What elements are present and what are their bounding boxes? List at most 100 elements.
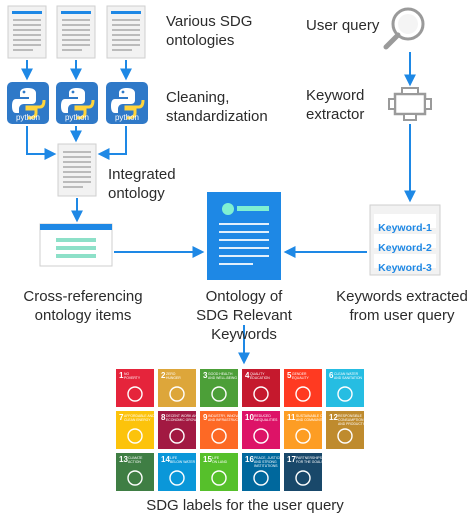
sdg-tile-number: 4 xyxy=(245,371,250,380)
label-user-query: User query xyxy=(306,17,380,34)
sdg-tile-title: ON LAND xyxy=(212,460,228,464)
integrated-ontology-doc xyxy=(57,143,97,197)
sdg-tile-icon xyxy=(295,386,311,402)
sdg-tile-title: INSTITUTIONS xyxy=(254,464,278,468)
sdg-tile-number: 5 xyxy=(287,371,292,380)
sdg-tile-title: ACTION xyxy=(128,460,141,464)
sdg-tile-title: AND PRODUCTION xyxy=(338,422,369,426)
sdg-tile-icon xyxy=(337,428,353,444)
ontology-doc-3 xyxy=(106,5,146,59)
sdg-tile-icon xyxy=(169,470,185,486)
ontology-doc-1 xyxy=(7,5,47,59)
sdg-tile-title: AND INFRASTRUCTURE xyxy=(208,418,248,422)
sdg-tile-title: BELOW WATER xyxy=(170,460,196,464)
sdg-tile-title: CONSUMPTION xyxy=(338,418,364,422)
sdg-tile-number: 16 xyxy=(245,455,254,464)
sdg-tile-number: 15 xyxy=(203,455,212,464)
cross-reference-window xyxy=(39,223,113,267)
keyword-1: Keyword-1 xyxy=(378,222,432,234)
sdg-tile-number: 17 xyxy=(287,455,296,464)
sdg-tile-title: EDUCATION xyxy=(250,376,270,380)
label-relevant-ontology: Ontology of SDG Relevant Keywords xyxy=(196,288,292,343)
python-logo-icon xyxy=(106,82,148,124)
sdg-tile-title: LIFE xyxy=(212,456,220,460)
python-label: python xyxy=(115,113,139,122)
sdg-tile-title: INEQUALITIES xyxy=(254,418,278,422)
sdg-tile-title: PARTNERSHIPS xyxy=(296,456,323,460)
ontology-doc-2 xyxy=(56,5,96,59)
label-sdg-labels: SDG labels for the user query xyxy=(146,497,344,514)
sdg-tile-title: FOR THE GOALS xyxy=(296,460,324,464)
sdg-tile-number: 10 xyxy=(245,413,254,422)
relevant-ontology-doc xyxy=(207,192,281,280)
sdg-tile-icon xyxy=(253,470,269,486)
sdg-tile-icon xyxy=(253,386,269,402)
sdg-tile-number: 3 xyxy=(203,371,208,380)
sdg-tile-title: GOOD HEALTH xyxy=(208,372,233,376)
sdg-tile-icon xyxy=(169,428,185,444)
sdg-tile-title: ZERO xyxy=(166,372,176,376)
sdg-tile-title: EQUALITY xyxy=(292,376,310,380)
label-cross-referencing: Cross-referencing ontology items xyxy=(23,288,143,324)
magnifier-icon xyxy=(383,7,425,50)
sdg-tile-icon xyxy=(211,428,227,444)
keywords-card xyxy=(369,204,441,276)
sdg-tile-title: REDUCED xyxy=(254,414,271,418)
sdg-tile-icon xyxy=(337,386,353,402)
sdg-tile-title: AND WELL-BEING xyxy=(208,376,237,380)
label-sdg-ontologies: Various SDG ontologies xyxy=(166,13,253,49)
sdg-tile-title: AND SANITATION xyxy=(334,376,362,380)
sdg-tile-icon xyxy=(295,470,311,486)
sdg-tile-icon xyxy=(295,428,311,444)
sdg-tile-title: CLIMATE xyxy=(128,456,143,460)
sdg-tile-title: PEACE, JUSTICE xyxy=(254,456,282,460)
sdg-tile-title: ECONOMIC GROWTH xyxy=(166,418,202,422)
sdg-tile-title: AFFORDABLE AND xyxy=(124,414,155,418)
sdg-tile-number: 12 xyxy=(329,413,338,422)
sdg-tile-number: 11 xyxy=(287,413,296,422)
sdg-tile-icon xyxy=(127,386,143,402)
sdg-tile-title: QUALITY xyxy=(250,372,265,376)
label-cleaning: Cleaning, standardization xyxy=(166,89,268,125)
sdg-tile-number: 7 xyxy=(119,413,124,422)
python-label: python xyxy=(16,113,40,122)
sdg-tile-number: 14 xyxy=(161,455,170,464)
sdg-tile-title: SUSTAINABLE CITIES xyxy=(296,414,332,418)
sdg-tile-icon xyxy=(127,428,143,444)
arrow-python1-integrated xyxy=(26,126,57,160)
sdg-tile-title: INDUSTRY, INNOVATION xyxy=(208,414,248,418)
sdg-tile-title: LIFE xyxy=(170,456,178,460)
label-keyword-extractor: Keyword extractor xyxy=(306,87,365,123)
label-keywords-extracted: Keywords extracted from user query xyxy=(336,288,468,324)
sdg-tile-title: POVERTY xyxy=(124,376,141,380)
sdg-tile-title: CLEAN WATER xyxy=(334,372,359,376)
sdg-tile-title: GENDER xyxy=(292,372,307,376)
sdg-tile-icon xyxy=(169,386,185,402)
python-label: python xyxy=(65,113,89,122)
sdg-tile-number: 9 xyxy=(203,413,208,422)
python-logo-icon xyxy=(7,82,49,124)
sdg-tile-title: NO xyxy=(124,372,129,376)
sdg-tile-icon xyxy=(211,470,227,486)
sdg-tile-icon xyxy=(253,428,269,444)
sdg-tile-title: DECENT WORK AND xyxy=(166,414,200,418)
sdg-tile-number: 8 xyxy=(161,413,166,422)
sdg-tile-title: AND STRONG xyxy=(254,460,277,464)
sdg-tile-title: AND COMMUNITIES xyxy=(296,418,329,422)
keyword-3: Keyword-3 xyxy=(378,262,432,274)
